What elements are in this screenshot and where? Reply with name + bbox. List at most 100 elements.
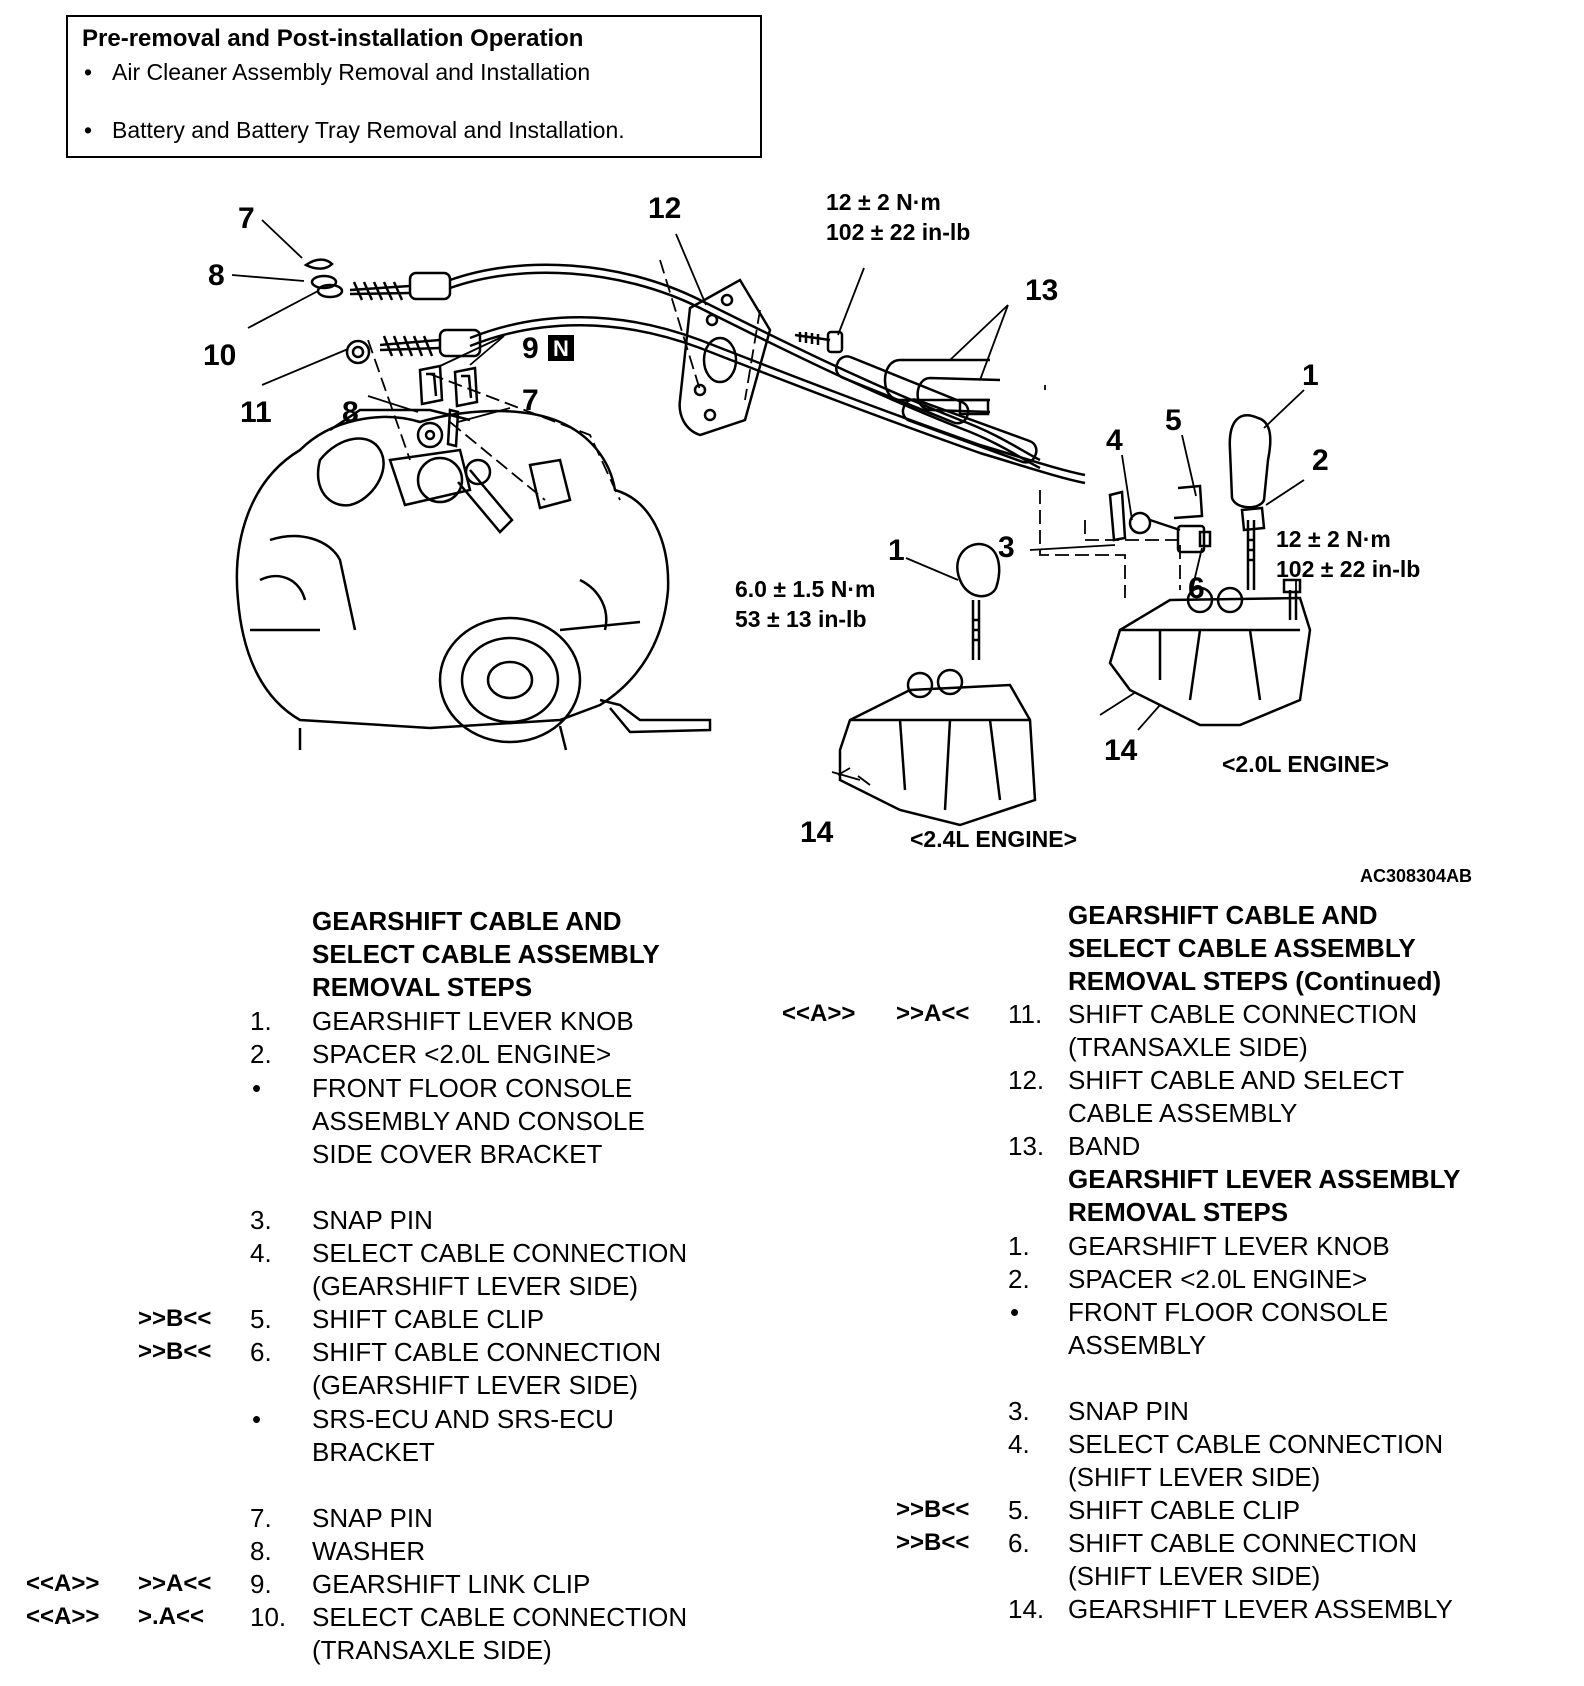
step-mark: >>B<< xyxy=(896,1496,970,1523)
step-number: 13. xyxy=(1008,1131,1045,1161)
cable-clip-parts xyxy=(1108,490,1212,554)
step-text: SPACER <2.0L ENGINE> xyxy=(1068,1264,1368,1294)
bolt xyxy=(794,330,844,354)
step-text: SRS-ECU AND SRS-ECU xyxy=(312,1404,614,1434)
leader-lines xyxy=(231,219,1305,786)
gearshift-lever-assembly-24 xyxy=(838,668,1037,827)
step-text: FRONT FLOOR CONSOLE xyxy=(312,1073,633,1103)
step-text: FRONT FLOOR CONSOLE xyxy=(1068,1297,1389,1327)
step-text: WASHER xyxy=(312,1536,426,1566)
callout-7-lower: 7 xyxy=(522,384,539,417)
guide-lines xyxy=(367,259,1181,598)
step-text: ASSEMBLY xyxy=(1068,1330,1207,1360)
callout-9: 9 xyxy=(522,332,539,365)
callout-1-24: 1 xyxy=(888,534,905,567)
pre-removal-box: Pre-removal and Post-installation Operat… xyxy=(66,15,762,158)
step-number: 5. xyxy=(250,1304,272,1334)
pre-removal-bullet: •Battery and Battery Tray Removal and In… xyxy=(84,117,625,143)
torque-right-nm: 12 ± 2 N·m xyxy=(1276,526,1391,552)
step-number: 1. xyxy=(250,1006,272,1036)
snap-pin-washer-parts xyxy=(303,258,460,449)
engine-20-label: <2.0L ENGINE> xyxy=(1222,751,1389,777)
snap-pin xyxy=(1173,484,1204,520)
step-number: 7. xyxy=(250,1503,272,1533)
left-heading-line: GEARSHIFT CABLE AND xyxy=(312,906,622,936)
step-mark: >.A<< xyxy=(138,1603,205,1630)
callout-14-20: 14 xyxy=(1104,734,1138,767)
step-text: SHIFT CABLE AND SELECT xyxy=(1068,1065,1405,1095)
left-heading-line: SELECT CABLE ASSEMBLY xyxy=(312,939,660,969)
right-heading2-line: GEARSHIFT LEVER ASSEMBLY xyxy=(1068,1164,1461,1194)
gearshift-link-clips xyxy=(418,364,479,408)
step-text: (GEARSHIFT LEVER SIDE) xyxy=(312,1370,639,1400)
step-mark: >>B<< xyxy=(138,1305,212,1332)
step-number: 4. xyxy=(1008,1429,1030,1459)
gearshift-lever-assembly-20 xyxy=(1108,520,1312,727)
callout-11: 11 xyxy=(240,396,272,429)
bands xyxy=(883,358,1001,416)
step-mark: >>A<< xyxy=(138,1570,212,1597)
step-number: 1. xyxy=(1008,1231,1030,1261)
step-text: SIDE COVER BRACKET xyxy=(312,1139,603,1169)
callout-7: 7 xyxy=(238,202,255,235)
figure-code: AC308304AB xyxy=(1360,866,1472,886)
step-text: SNAP PIN xyxy=(1068,1396,1189,1426)
step-number: 8. xyxy=(250,1536,272,1566)
spacer xyxy=(1240,506,1266,532)
step-number: 6. xyxy=(250,1337,272,1367)
callout-10: 10 xyxy=(203,339,236,372)
callout-2: 2 xyxy=(1312,444,1329,477)
step-number: 9. xyxy=(250,1569,272,1599)
step-text: (SHIFT LEVER SIDE) xyxy=(1068,1462,1321,1492)
shift-and-select-cables xyxy=(449,263,1086,485)
torque-knob-inlb: 53 ± 13 in-lb xyxy=(735,606,867,632)
step-number: 2. xyxy=(1008,1264,1030,1294)
step-mark: <<A>> xyxy=(26,1603,100,1630)
gearshift-knob-24 xyxy=(956,542,1001,660)
step-mark: >>A<< xyxy=(896,1000,970,1027)
step-bullet: • xyxy=(1010,1297,1020,1327)
step-number: 6. xyxy=(1008,1528,1030,1558)
step-text: SHIFT CABLE CLIP xyxy=(312,1304,545,1334)
svg-text:N: N xyxy=(553,336,569,361)
step-text: GEARSHIFT LEVER KNOB xyxy=(312,1006,634,1036)
step-number: 12. xyxy=(1008,1065,1045,1095)
cable-bracket xyxy=(678,278,772,437)
pre-removal-title: Pre-removal and Post-installation Operat… xyxy=(82,25,584,52)
callout-5: 5 xyxy=(1165,404,1182,437)
right-heading-line: GEARSHIFT CABLE AND xyxy=(1068,900,1378,930)
step-number: 11. xyxy=(1008,999,1043,1029)
torque-knob-nm: 6.0 ± 1.5 N·m xyxy=(735,576,875,602)
callout-8: 8 xyxy=(208,259,225,292)
step-number: 4. xyxy=(250,1238,272,1268)
step-mark: >>B<< xyxy=(138,1338,212,1365)
right-heading2-line: REMOVAL STEPS xyxy=(1068,1197,1289,1227)
exploded-view-diagram: 7 8 10 11 12 9 8 7 13 1 2 5 4 3 6 1 14 1… xyxy=(203,189,1472,886)
step-text: (SHIFT LEVER SIDE) xyxy=(1068,1561,1321,1591)
left-heading-line: REMOVAL STEPS xyxy=(312,972,533,1002)
torque-top-nm: 12 ± 2 N·m xyxy=(826,189,941,215)
pre-removal-bullet: •Air Cleaner Assembly Removal and Instal… xyxy=(84,59,591,85)
n-badge: N xyxy=(548,335,574,361)
step-text: (GEARSHIFT LEVER SIDE) xyxy=(312,1271,639,1301)
step-bullet: • xyxy=(252,1073,262,1103)
callout-12: 12 xyxy=(648,192,681,225)
step-text: SELECT CABLE CONNECTION xyxy=(1068,1429,1444,1459)
callout-6: 6 xyxy=(1188,572,1205,605)
callout-4: 4 xyxy=(1106,424,1123,457)
step-mark: <<A>> xyxy=(782,1000,856,1027)
step-text: BAND xyxy=(1068,1131,1141,1161)
callout-8-lower: 8 xyxy=(342,396,359,429)
step-text: SHIFT CABLE CONNECTION xyxy=(1068,1528,1418,1558)
step-number: 5. xyxy=(1008,1495,1030,1525)
step-text: BRACKET xyxy=(312,1437,435,1467)
torque-right-inlb: 102 ± 22 in-lb xyxy=(1276,556,1420,582)
step-text: SHIFT CABLE CLIP xyxy=(1068,1495,1301,1525)
step-number: 14. xyxy=(1008,1594,1045,1624)
transaxle-illustration xyxy=(235,408,712,751)
step-mark: <<A>> xyxy=(26,1570,100,1597)
step-text: (TRANSAXLE SIDE) xyxy=(312,1635,552,1665)
step-text: GEARSHIFT LEVER ASSEMBLY xyxy=(1068,1594,1453,1624)
right-heading-line: REMOVAL STEPS (Continued) xyxy=(1068,966,1442,996)
step-number: 3. xyxy=(250,1205,272,1235)
